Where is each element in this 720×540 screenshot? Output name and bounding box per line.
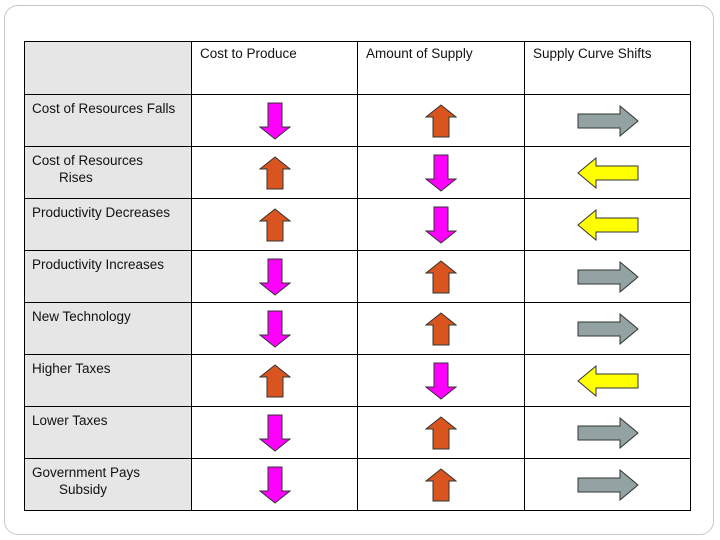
row-label-line1: Cost of Resources Falls	[32, 101, 176, 116]
table-row: New Technology	[24, 302, 691, 355]
shift-cell	[524, 302, 691, 355]
arrow-right-icon	[577, 468, 639, 501]
header-amount-of-supply: Amount of Supply	[357, 41, 525, 95]
row-label-line1: Productivity Decreases	[32, 205, 171, 220]
arrow-up-icon	[425, 415, 457, 449]
arrow-up-icon	[258, 207, 291, 241]
arrow-right-icon	[577, 416, 639, 449]
cost-cell	[191, 250, 358, 303]
table-row: Lower Taxes	[24, 406, 691, 459]
arrow-up-icon	[258, 363, 291, 397]
supply-cell	[357, 250, 525, 303]
supply-cell	[357, 406, 525, 459]
cost-cell	[191, 198, 358, 251]
arrow-up-icon	[425, 103, 457, 137]
row-label: Productivity Increases	[24, 250, 192, 303]
cost-cell	[191, 146, 358, 199]
shift-cell	[524, 198, 691, 251]
shift-cell	[524, 94, 691, 147]
row-label-line1: Cost of Resources	[32, 153, 144, 168]
table-row: Productivity Increases	[24, 250, 691, 303]
arrow-down-icon	[425, 206, 457, 244]
arrow-right-icon	[577, 312, 639, 345]
corner-cell	[24, 41, 192, 95]
row-label-line2: Rises	[59, 170, 93, 185]
arrow-right-icon	[577, 260, 639, 293]
supply-shift-table: Cost to Produce Amount of Supply Supply …	[24, 41, 691, 511]
supply-cell	[357, 354, 525, 407]
cost-cell	[191, 458, 358, 511]
shift-cell	[524, 458, 691, 511]
arrow-down-icon	[425, 154, 457, 192]
row-label-line1: New Technology	[32, 309, 131, 324]
shift-cell	[524, 406, 691, 459]
supply-cell	[357, 94, 525, 147]
supply-cell	[357, 458, 525, 511]
cost-cell	[191, 94, 358, 147]
cost-cell	[191, 302, 358, 355]
arrow-down-icon	[258, 310, 291, 348]
row-label-line1: Government Pays	[32, 465, 141, 480]
arrow-down-icon	[258, 102, 291, 140]
arrow-down-icon	[258, 258, 291, 296]
arrow-down-icon	[258, 466, 291, 504]
arrow-up-icon	[425, 467, 457, 501]
row-label: Lower Taxes	[24, 406, 192, 459]
supply-cell	[357, 302, 525, 355]
cost-cell	[191, 354, 358, 407]
row-label: Productivity Decreases	[24, 198, 192, 251]
shift-cell	[524, 250, 691, 303]
table-row: Higher Taxes	[24, 354, 691, 407]
arrow-left-icon	[576, 208, 638, 241]
shift-cell	[524, 354, 691, 407]
arrow-down-icon	[258, 414, 291, 452]
row-label-line1: Higher Taxes	[32, 361, 111, 376]
row-label-line2: Subsidy	[59, 482, 108, 497]
supply-cell	[357, 146, 525, 199]
cost-cell	[191, 406, 358, 459]
row-label: Cost of Resources Falls	[24, 94, 192, 147]
header-cost-to-produce: Cost to Produce	[191, 41, 358, 95]
arrow-up-icon	[258, 155, 291, 189]
arrow-left-icon	[576, 364, 638, 397]
row-label-line1: Productivity Increases	[32, 257, 165, 272]
arrow-left-icon	[576, 156, 638, 189]
arrow-up-icon	[425, 311, 457, 345]
arrow-up-icon	[425, 259, 457, 293]
shift-cell	[524, 146, 691, 199]
supply-cell	[357, 198, 525, 251]
arrow-right-icon	[577, 104, 639, 137]
arrow-down-icon	[425, 362, 457, 400]
table-row: Cost of Resources Falls	[24, 94, 691, 147]
header-row: Cost to Produce Amount of Supply Supply …	[24, 41, 691, 95]
table-row: Productivity Decreases	[24, 198, 691, 251]
header-supply-curve-shifts: Supply Curve Shifts	[524, 41, 691, 95]
row-label: Higher Taxes	[24, 354, 192, 407]
row-label-line1: Lower Taxes	[32, 413, 108, 428]
row-label: New Technology	[24, 302, 192, 355]
